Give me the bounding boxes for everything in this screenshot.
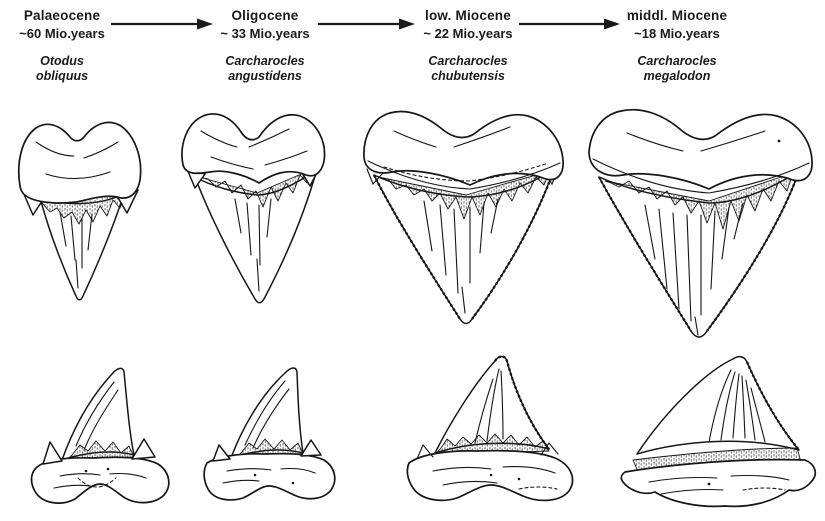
tooth-carcharocles-angustidens-anterior-illustration [181, 113, 326, 304]
stage-palaeocene: Palaeocene ~60 Mio.years Otodus obliquus [19, 8, 105, 84]
tooth-carcharocles-megalodon-anterior-illustration [588, 108, 813, 338]
species-label: Otodus obliquus [19, 54, 105, 84]
stage-period-label: low. Miocene [425, 8, 511, 23]
species-name-label: obliquus [35, 69, 89, 83]
tooth-carcharocles-megalodon-lateral-illustration [620, 355, 817, 508]
species-name-label: angustidens [228, 69, 302, 83]
species-label: Carcharocles angustidens [220, 54, 309, 84]
arrow-right-icon [519, 18, 620, 30]
arrow-right-icon [111, 18, 213, 30]
species-genus-label: Carcharocles [225, 54, 305, 68]
species-name-label: megalodon [643, 69, 711, 83]
tooth-carcharocles-angustidens-lateral-illustration [203, 367, 336, 501]
species-label: Carcharocles chubutensis [423, 54, 512, 84]
tooth-carcharocles-chubutensis-anterior-illustration [363, 110, 564, 325]
species-genus-label: Carcharocles [428, 54, 508, 68]
species-label: Carcharocles megalodon [627, 54, 727, 84]
stage-oligocene: Oligocene ~ 33 Mio.years Carcharocles an… [220, 8, 309, 84]
stage-period-label: middl. Miocene [626, 8, 728, 23]
stage-age-label: ~ 33 Mio.years [220, 26, 310, 41]
tooth-otodus-obliquus-anterior-illustration [17, 121, 142, 301]
arrow-right-icon [318, 18, 415, 30]
stage-middle-miocene: middl. Miocene ~18 Mio.years Carcharocle… [627, 8, 727, 84]
stage-period-label: Oligocene [231, 8, 299, 23]
stage-age-label: ~ 22 Mio.years [423, 26, 513, 41]
tooth-otodus-obliquus-lateral-illustration [30, 367, 170, 504]
stage-age-label: ~18 Mio.years [634, 26, 720, 41]
stage-age-label: ~60 Mio.years [19, 26, 105, 41]
species-name-label: chubutensis [431, 69, 505, 83]
species-genus-label: Otodus [40, 54, 84, 68]
stage-lower-miocene: low. Miocene ~ 22 Mio.years Carcharocles… [423, 8, 512, 84]
species-genus-label: Carcharocles [637, 54, 717, 68]
stage-period-label: Palaeocene [23, 8, 101, 23]
tooth-carcharocles-chubutensis-lateral-illustration [406, 355, 574, 502]
